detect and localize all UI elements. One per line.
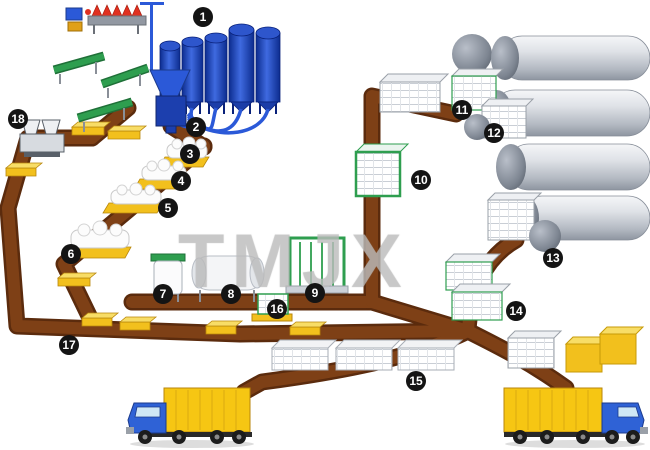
station-badge-6: 6 <box>61 244 81 264</box>
station-badge-8: 8 <box>221 284 241 304</box>
pallet <box>106 125 148 140</box>
pallet <box>204 320 244 335</box>
pallet <box>4 162 44 177</box>
station-badge-10: 10 <box>411 170 431 190</box>
station-badge-5: 5 <box>158 198 178 218</box>
raw-material-feeder <box>19 119 65 157</box>
station-badge-12: 12 <box>484 123 504 143</box>
roller-station-8 <box>191 255 265 302</box>
station-badge-7: 7 <box>153 284 173 304</box>
station-badge-16: 16 <box>267 299 287 319</box>
pallet <box>70 121 112 136</box>
truck-right <box>503 387 648 448</box>
autoclave-dome <box>464 114 490 140</box>
finished-block-rows-15 <box>270 339 464 371</box>
station-badge-3: 3 <box>180 144 200 164</box>
crusher-unit <box>65 4 147 34</box>
pallet <box>80 312 120 327</box>
autoclave-dome <box>529 220 561 252</box>
station-badge-11: 11 <box>452 100 472 120</box>
pallet <box>118 316 158 331</box>
pallet <box>288 321 328 336</box>
station-badge-17: 17 <box>59 335 79 355</box>
station-badge-9: 9 <box>305 283 325 303</box>
station-badge-14: 14 <box>506 301 526 321</box>
curing-stacks-14 <box>444 253 512 321</box>
station-badge-15: 15 <box>406 371 426 391</box>
station-badge-18: 18 <box>8 109 28 129</box>
pallet <box>56 272 98 287</box>
bottom-right-stacks <box>506 326 645 373</box>
station-badge-13: 13 <box>543 248 563 268</box>
block-stacks-top <box>378 68 561 252</box>
station-badge-2: 2 <box>186 117 206 137</box>
station-badge-1: 1 <box>193 7 213 27</box>
autoclaves <box>452 34 650 241</box>
truck-wheels <box>138 430 246 444</box>
truck-left <box>126 387 254 448</box>
station-badge-4: 4 <box>171 171 191 191</box>
grouping-machine-10 <box>354 143 410 198</box>
green-belt-conveyors <box>52 51 150 132</box>
autoclave-dome <box>452 34 492 74</box>
pallets <box>4 121 328 336</box>
mold-station-5 <box>102 182 164 214</box>
truck-wheels <box>513 430 640 444</box>
